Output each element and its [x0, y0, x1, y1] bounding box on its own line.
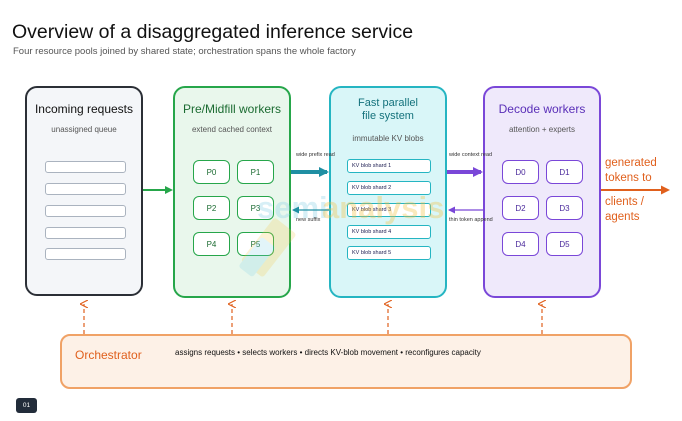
prefill-worker-p2: P2	[193, 196, 230, 220]
decode-workers-panel: Decode workers attention + experts D0 D1…	[483, 86, 601, 298]
orchestrator-panel	[60, 334, 632, 389]
orchestrator-description: assigns requests • selects workers • dir…	[175, 348, 481, 357]
orchestrator-title: Orchestrator	[75, 348, 142, 362]
decode-worker-d3: D3	[546, 196, 583, 220]
label-wide-prefix-read: wide prefix read	[296, 152, 335, 158]
queue-slot	[45, 227, 126, 239]
incoming-requests-panel: Incoming requests unassigned queue	[25, 86, 143, 296]
kv-blob-shard: KV blob shard 4	[347, 225, 431, 239]
slide-number-badge: 01	[16, 398, 37, 413]
page-title: Overview of a disaggregated inference se…	[12, 21, 414, 43]
prefill-workers-subtitle: extend cached context	[191, 125, 273, 134]
incoming-requests-title: Incoming requests	[34, 102, 134, 116]
label-new-suffix: new suffix	[296, 217, 321, 223]
label-wide-context-read: wide context read	[449, 152, 493, 158]
svg-text:analysis: analysis	[322, 190, 444, 225]
decode-worker-d5: D5	[546, 232, 583, 256]
file-system-subtitle: immutable KV blobs	[352, 134, 424, 143]
prefill-worker-p5: P5	[237, 232, 274, 256]
page-subtitle: Four resource pools joined by shared sta…	[13, 46, 356, 57]
prefill-workers-title: Pre/Midfill workers	[182, 102, 281, 116]
kv-blob-shard: KV blob shard 1	[347, 159, 431, 173]
prefill-worker-p1: P1	[237, 160, 274, 184]
output-line3: clients /	[605, 196, 644, 208]
decode-workers-title: Decode workers	[498, 102, 586, 116]
file-system-title-line2: file system	[362, 110, 414, 122]
output-line4: agents	[605, 211, 640, 223]
decode-worker-d4: D4	[502, 232, 539, 256]
output-line1: generated	[605, 157, 657, 169]
prefill-worker-p4: P4	[193, 232, 230, 256]
output-line2: tokens to	[605, 172, 652, 184]
decode-worker-d1: D1	[546, 160, 583, 184]
decode-workers-subtitle: attention + experts	[508, 125, 576, 134]
queue-slot	[45, 205, 126, 217]
file-system-title: Fast parallel file system	[331, 97, 445, 123]
prefill-workers-panel: Pre/Midfill workers extend cached contex…	[173, 86, 291, 298]
queue-slot	[45, 248, 126, 260]
incoming-requests-subtitle: unassigned queue	[51, 125, 117, 134]
label-thin-token-append: thin token append	[449, 217, 493, 223]
file-system-panel: Fast parallel file system immutable KV b…	[329, 86, 447, 298]
kv-blob-shard: KV blob shard 3	[347, 203, 431, 217]
prefill-worker-p3: P3	[237, 196, 274, 220]
output-tokens-label: generated tokens to clients / agents	[605, 156, 682, 225]
prefill-worker-p0: P0	[193, 160, 230, 184]
kv-blob-shard: KV blob shard 5	[347, 246, 431, 260]
queue-slot	[45, 183, 126, 195]
queue-slot	[45, 161, 126, 173]
decode-worker-d2: D2	[502, 196, 539, 220]
kv-blob-shard: KV blob shard 2	[347, 181, 431, 195]
decode-worker-d0: D0	[502, 160, 539, 184]
file-system-title-line1: Fast parallel	[358, 97, 418, 109]
